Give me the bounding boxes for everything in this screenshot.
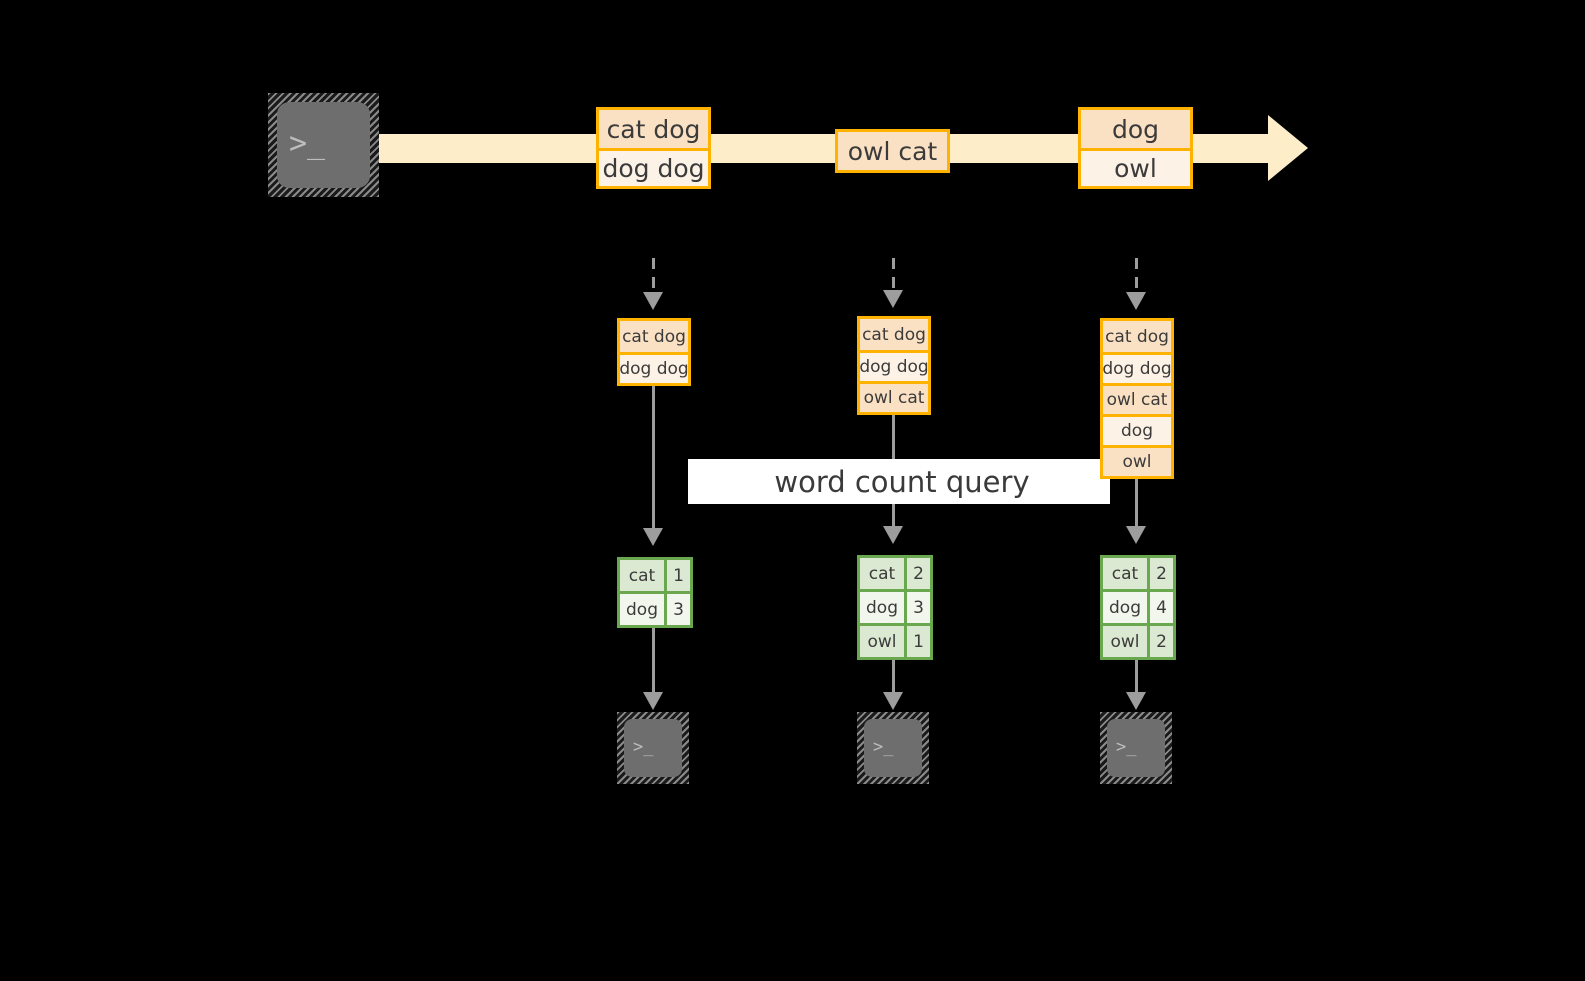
terminal-prompt-glyph: >_ (633, 737, 654, 757)
terminal-prompt-glyph: >_ (1116, 737, 1137, 757)
result-word: cat (628, 565, 656, 586)
result-word: owl (867, 631, 897, 652)
buffer-row: owl (1103, 445, 1171, 476)
table-row: dog 3 (620, 591, 690, 625)
arrowhead-icon (883, 526, 903, 544)
buffer-row: dog (1103, 414, 1171, 445)
result-count: 2 (1147, 558, 1173, 589)
stream-tap-line-1 (652, 258, 655, 296)
result-word: cat (868, 563, 896, 584)
stream-tap-line-3 (1135, 258, 1138, 296)
sink-terminal-icon-2: >_ (857, 712, 929, 784)
terminal-screen: >_ (624, 719, 682, 777)
sink-terminal-icon-3: >_ (1100, 712, 1172, 784)
stream-tap-line-2 (892, 258, 895, 294)
buffer-row: dog dog (619, 352, 689, 383)
arrowhead-icon (643, 292, 663, 310)
buffer-stack-3: cat dog dog dog owl cat dog owl (1100, 318, 1174, 479)
table-row: dog 3 (860, 589, 930, 623)
arrowhead-icon (643, 692, 663, 710)
result-table-3: cat 2 dog 4 owl 2 (1100, 555, 1176, 660)
terminal-screen: >_ (864, 719, 922, 777)
table-row: owl 1 (860, 623, 930, 657)
stream-record-line: dog dog (599, 148, 708, 186)
result-word: dog (1109, 597, 1141, 618)
source-terminal-icon: >_ (268, 93, 379, 197)
table-row: cat 1 (620, 560, 690, 591)
query-label-text: word count query (774, 464, 1030, 499)
sink-terminal-icon-1: >_ (617, 712, 689, 784)
result-table-2: cat 2 dog 3 owl 1 (857, 555, 933, 660)
result-count: 1 (904, 626, 930, 657)
result-count: 3 (664, 594, 690, 625)
buffer-row: owl cat (860, 381, 928, 412)
stream-record-group-3: dog owl (1078, 107, 1193, 189)
buffer-row: dog dog (859, 350, 929, 381)
buffer-row: owl cat (1103, 383, 1171, 414)
buffer-row: dog dog (1102, 352, 1172, 383)
buffer-stack-1: cat dog dog dog (617, 318, 691, 386)
arrowhead-icon (1126, 292, 1146, 310)
terminal-prompt-glyph: >_ (873, 737, 894, 757)
arrowhead-icon (883, 692, 903, 710)
result-word: cat (1111, 563, 1139, 584)
result-table-1: cat 1 dog 3 (617, 557, 693, 628)
arrowhead-icon (883, 290, 903, 308)
buffer-row: cat dog (1103, 321, 1171, 352)
result-word: owl (1110, 631, 1140, 652)
result-word: dog (866, 597, 898, 618)
stream-record-group-2: owl cat (835, 129, 950, 173)
table-row: owl 2 (1103, 623, 1173, 657)
terminal-screen: >_ (1107, 719, 1165, 777)
stream-record-line: owl (1081, 148, 1190, 186)
arrowhead-icon (1126, 526, 1146, 544)
buffer-row: cat dog (620, 321, 688, 352)
buffer-stack-2: cat dog dog dog owl cat (857, 316, 931, 415)
table-row: cat 2 (1103, 558, 1173, 589)
result-word: dog (626, 599, 658, 620)
stream-record-line: cat dog (599, 110, 708, 148)
result-count: 1 (664, 560, 690, 591)
result-count: 3 (904, 592, 930, 623)
query-label-band: word count query (688, 459, 1110, 504)
stream-arrowhead-icon (1268, 115, 1308, 181)
sink-edge-3 (1135, 650, 1138, 696)
result-count: 2 (1147, 626, 1173, 657)
stream-record-line: dog (1081, 110, 1190, 148)
buffer-row: cat dog (860, 319, 928, 350)
arrowhead-icon (643, 528, 663, 546)
terminal-prompt-glyph: >_ (289, 126, 326, 161)
query-edge-1 (652, 384, 655, 532)
arrowhead-icon (1126, 692, 1146, 710)
sink-edge-2 (892, 650, 895, 696)
result-count: 4 (1147, 592, 1173, 623)
stream-record-group-1: cat dog dog dog (596, 107, 711, 189)
table-row: dog 4 (1103, 589, 1173, 623)
table-row: cat 2 (860, 558, 930, 589)
sink-edge-1 (652, 620, 655, 696)
stream-record-line: owl cat (838, 132, 947, 170)
terminal-screen: >_ (277, 102, 370, 188)
query-edge-3 (1135, 476, 1138, 530)
result-count: 2 (904, 558, 930, 589)
